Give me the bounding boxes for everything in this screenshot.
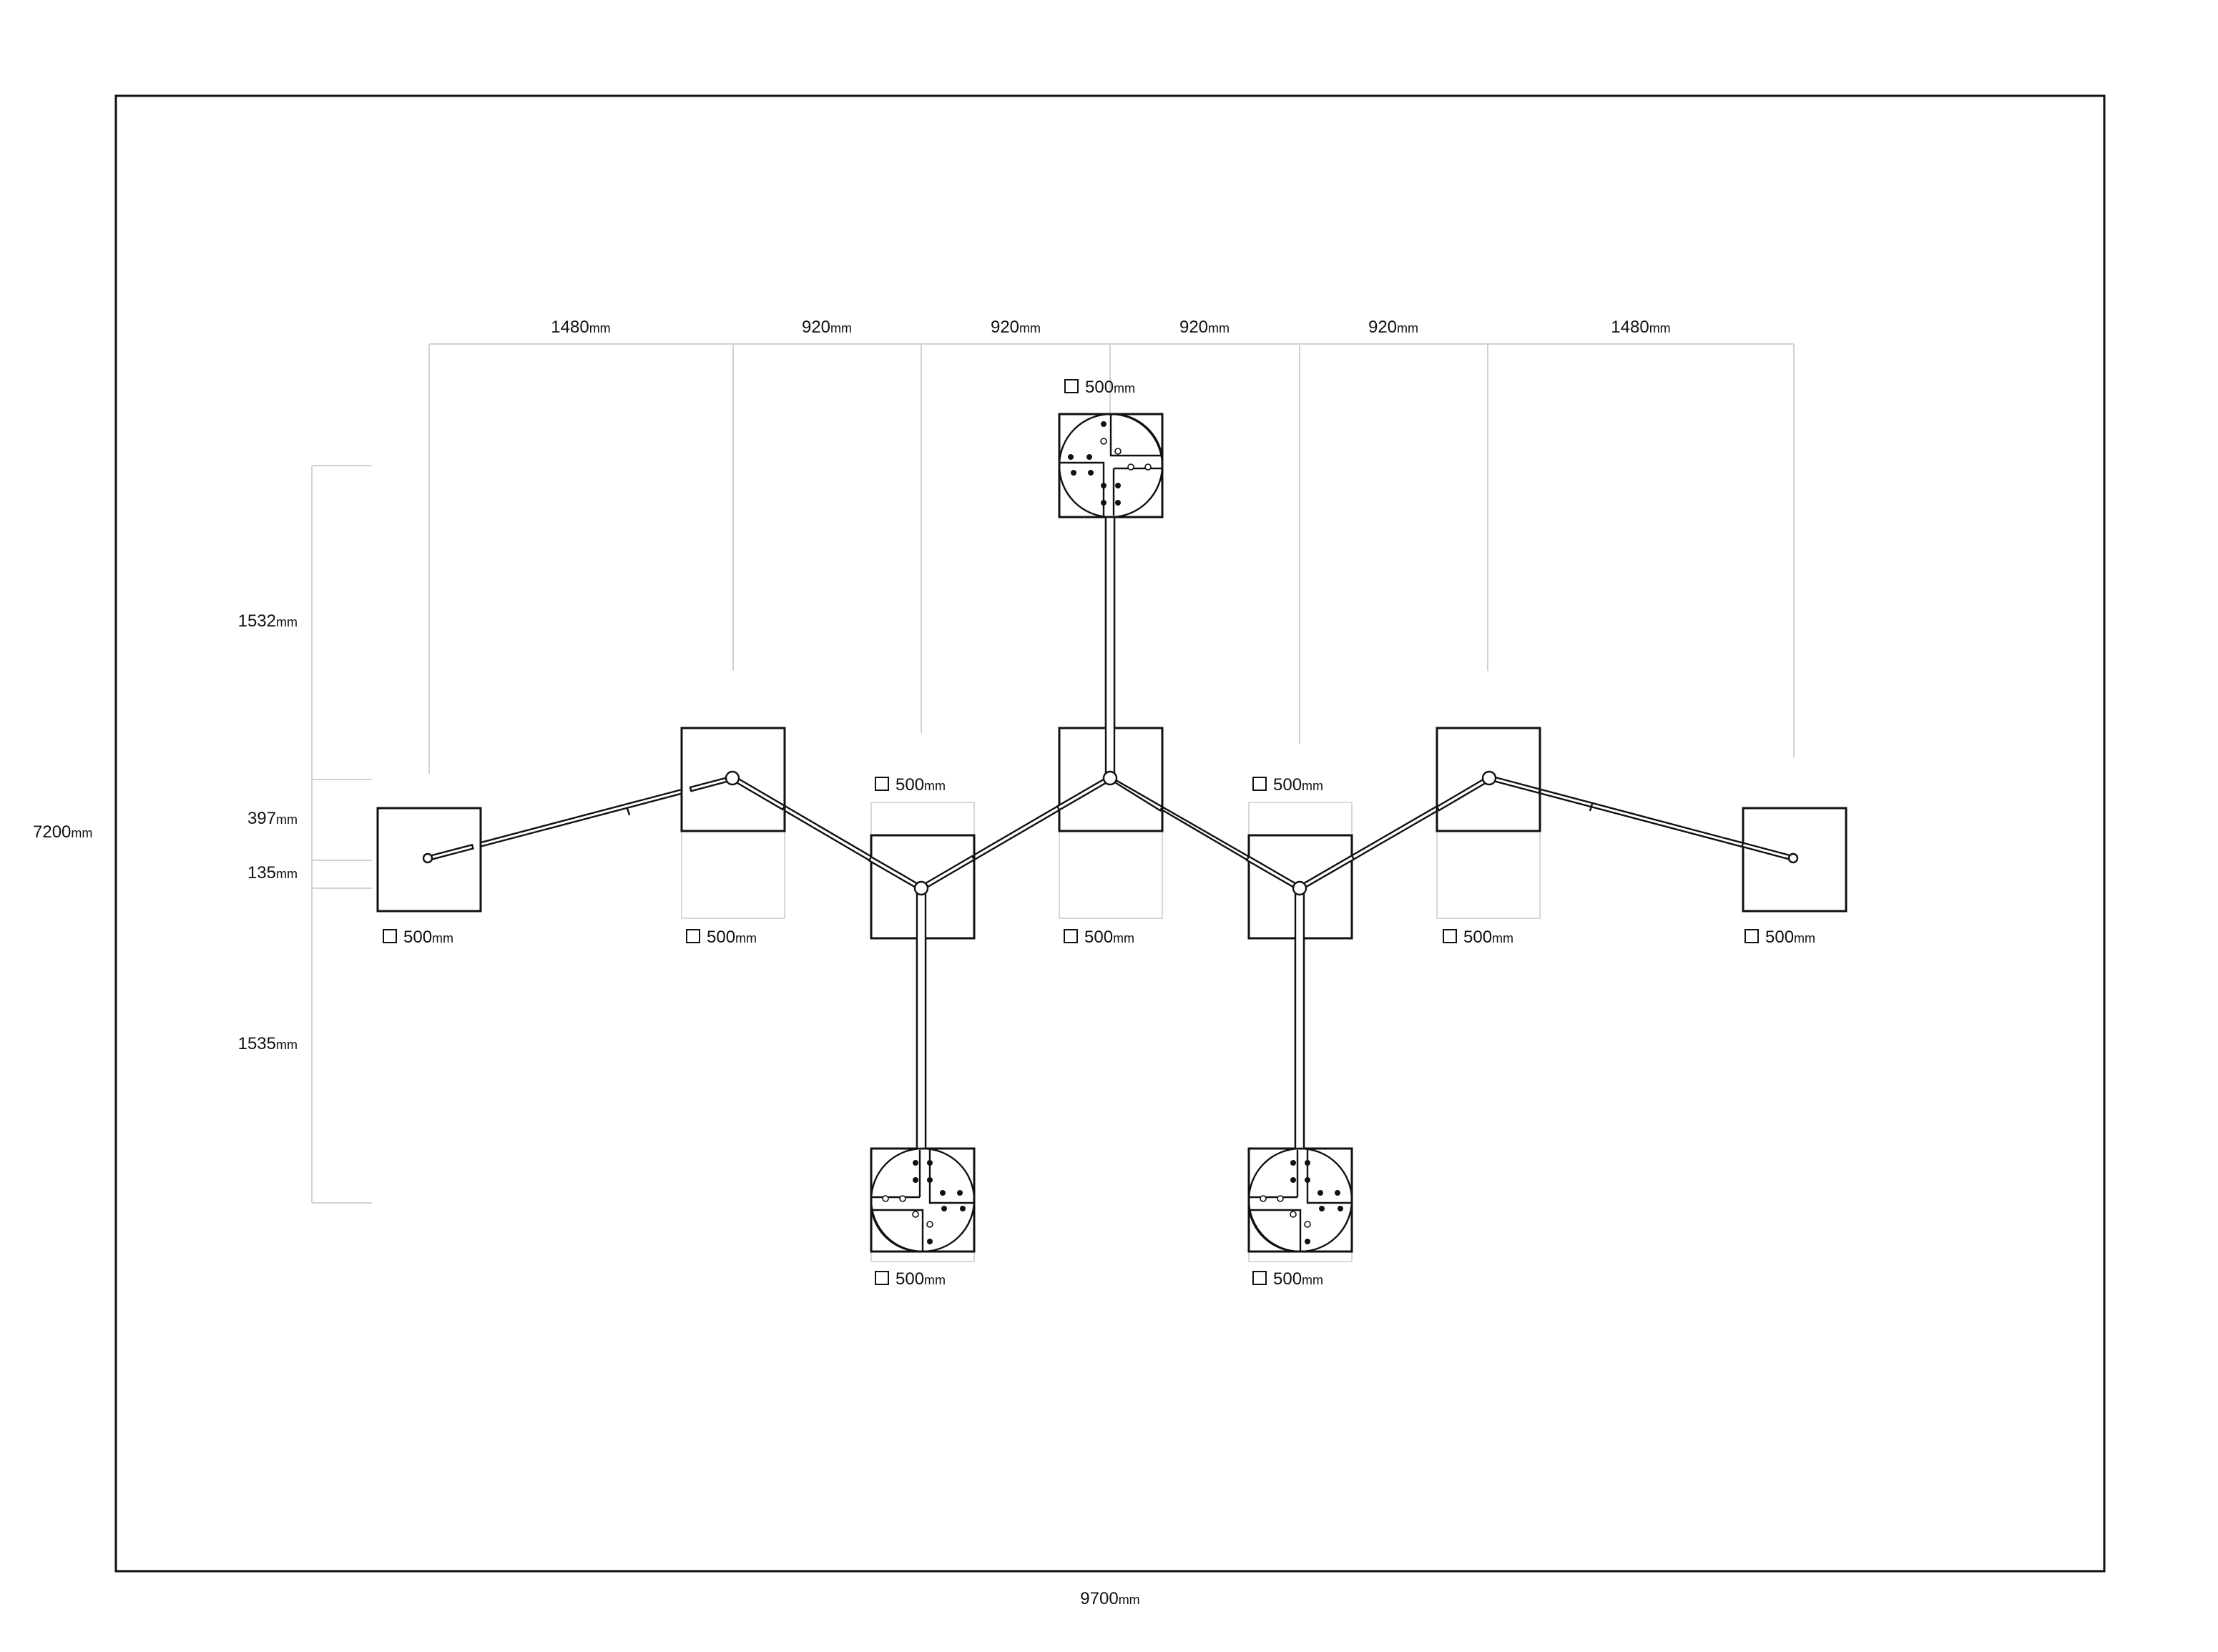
svg-text:500mm: 500mm [895,775,946,795]
svg-text:500mm: 500mm [895,1269,946,1289]
module-size-label: 500mm [1064,928,1134,947]
hub-left [725,770,740,786]
dimension-label: 135mm [247,863,298,882]
square-symbol-icon [1064,379,1079,393]
arm-overlay [422,516,1799,1150]
module-size-label: 500mm [383,928,453,947]
dimension-label: 397mm [247,809,298,828]
hub-center [1102,770,1118,786]
hub-center-right [1292,880,1307,896]
square-symbol-icon [875,1271,889,1285]
svg-text:500mm: 500mm [1085,378,1135,397]
dimension-label: 1480mm [551,318,610,337]
dimension-label: 920mm [991,318,1041,337]
module-size-label: 500mm [1443,928,1513,947]
square-symbol-icon [1252,1271,1267,1285]
svg-text:500mm: 500mm [1084,928,1134,947]
square-symbol-icon [1252,777,1267,791]
hub-joints [725,770,1497,896]
square-symbol-icon [1064,929,1078,943]
dimension-label: 920mm [1179,318,1230,337]
hub-right [1481,770,1497,786]
svg-text:500mm: 500mm [403,928,453,947]
module-size-label: 500mm [1064,378,1135,397]
module-size-label: 500mm [875,1269,946,1289]
square-symbol-icon [686,929,700,943]
square-symbol-icon [875,777,889,791]
arm-end-cap [422,852,433,864]
vertical-dimension-chain [311,465,372,1204]
module-size-label: 500mm [1252,775,1323,795]
svg-text:500mm: 500mm [1463,928,1513,947]
outer-frame [114,94,2106,1573]
module-size-label: 500mm [875,775,946,795]
hub-center-left [913,880,929,896]
dimension-label: 920mm [1368,318,1418,337]
module-size-label: 500mm [1745,928,1815,947]
square-symbol-icon [383,929,397,943]
module-size-labels: 500mm 500mm 500mm 500mm 500mm 500mm 500m… [383,378,1815,1289]
module-size-label: 500mm [1252,1269,1323,1289]
square-symbol-icon [1745,929,1759,943]
svg-text:500mm: 500mm [1273,1269,1323,1289]
svg-text:500mm: 500mm [1765,928,1815,947]
svg-text:500mm: 500mm [1273,775,1323,795]
module-size-label: 500mm [686,928,757,947]
dimension-label: 1480mm [1611,318,1670,337]
dimension-label: 1532mm [238,611,298,631]
overall-height-label: 7200mm [33,822,92,842]
vertical-dimension-labels: 1532mm 397mm 135mm 1535mm [238,611,298,1053]
overall-width-label: 9700mm [1080,1589,1139,1608]
dimension-label: 1535mm [238,1034,298,1053]
dimension-label: 920mm [802,318,852,337]
horizontal-dimension-labels: 1480mm 920mm 920mm 920mm 920mm 1480mm [551,318,1670,337]
square-symbol-icon [1443,929,1457,943]
svg-text:500mm: 500mm [707,928,757,947]
arm-end-cap [1787,852,1799,864]
